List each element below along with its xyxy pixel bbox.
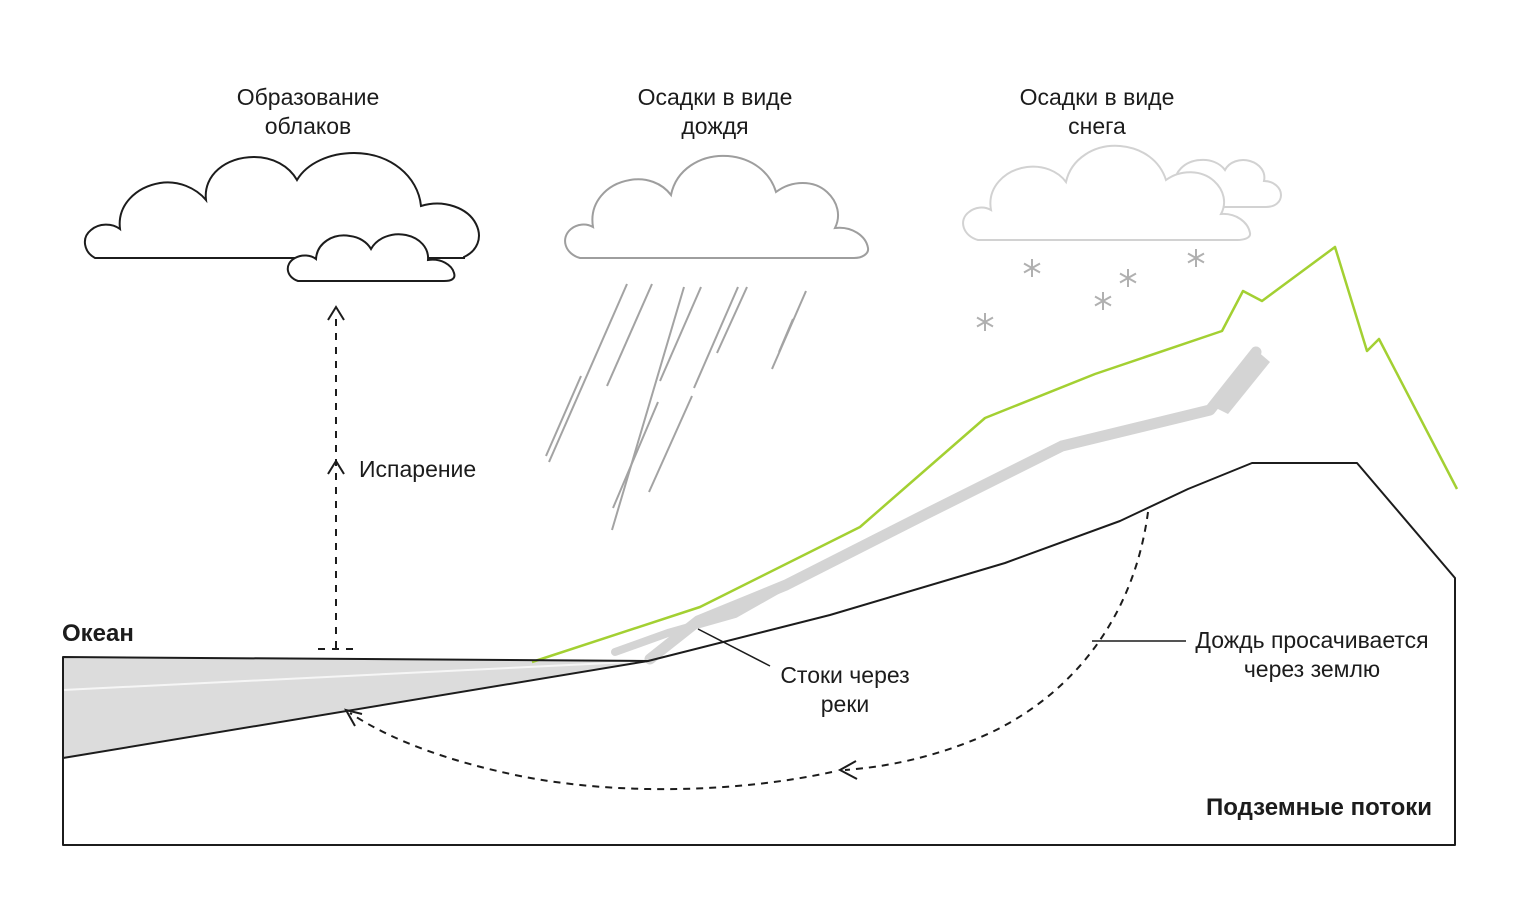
ocean-label: Океан bbox=[62, 620, 134, 647]
snow-label: Осадки в виде снега bbox=[1019, 84, 1175, 140]
rain-label: Осадки в виде дождя bbox=[637, 84, 793, 140]
rain-seeps-label: Дождь просачивается через землю bbox=[1195, 627, 1429, 683]
rain-cloud-icon bbox=[564, 154, 870, 259]
rain-lines bbox=[545, 283, 807, 531]
pointer-lines bbox=[697, 628, 1186, 667]
underground-flow-arrows bbox=[343, 511, 1149, 791]
snowflakes bbox=[976, 249, 1205, 331]
river-runoff-pointer bbox=[697, 628, 771, 667]
formation-clouds-icon bbox=[83, 151, 480, 282]
evaporation-label: Испарение bbox=[359, 456, 477, 482]
snow-cloud-icon bbox=[962, 144, 1283, 241]
river-stream bbox=[611, 346, 1270, 665]
cloud-formation-label: Образование облаков bbox=[236, 84, 380, 140]
underground-flows-label: Подземные потоки bbox=[1206, 794, 1432, 821]
evaporation-arrow bbox=[318, 305, 356, 650]
terrain-outline bbox=[62, 462, 1456, 846]
green-mountain-ridge bbox=[531, 245, 1459, 664]
river-runoff-label: Стоки через реки bbox=[780, 662, 910, 718]
